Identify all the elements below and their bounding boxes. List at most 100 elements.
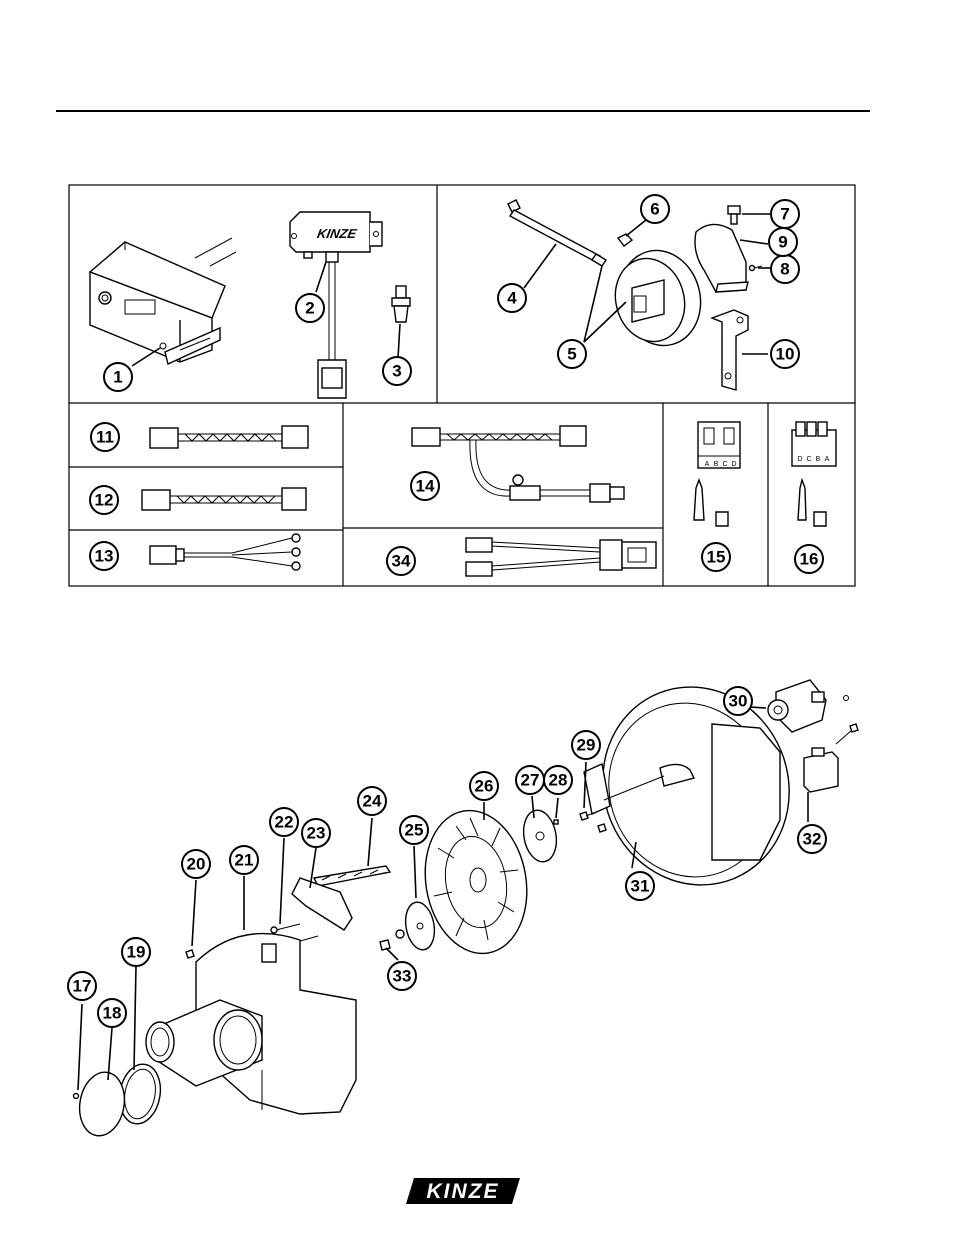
callout-13: 13 [90,542,118,570]
svg-text:22: 22 [275,813,294,832]
svg-text:27: 27 [521,771,540,790]
callout-18: 18 [98,999,126,1027]
callout-8: 8 [771,255,799,283]
callout-6: 6 [641,195,669,223]
svg-text:10: 10 [776,345,795,364]
part-28-key [554,820,558,824]
svg-text:3: 3 [392,362,401,381]
part-12-harness [142,488,306,510]
svg-text:5: 5 [567,345,576,364]
part-33-nut [380,940,390,950]
callout-26: 26 [470,772,498,800]
callout-16: 16 [795,545,823,573]
part-32-valve [804,724,858,792]
svg-text:11: 11 [96,428,114,447]
svg-text:29: 29 [577,736,596,755]
callout-25: 25 [400,816,428,844]
part-20-screw [186,950,194,958]
connector-16-pin-d: D [797,456,802,463]
svg-text:33: 33 [393,967,412,986]
callout-24: 24 [358,787,386,815]
part-29-bolts [580,812,606,832]
part-10-bracket [712,310,748,390]
part-1-control-box [90,238,236,364]
part-17-screw [74,1094,79,1099]
callout-27: 27 [516,766,544,794]
svg-text:12: 12 [95,491,114,510]
part-6-nut [618,234,632,246]
part-16-connector [792,422,836,526]
svg-text:17: 17 [73,977,92,996]
footer-logo-text: KINZE [427,1180,500,1203]
callout-28: 28 [544,766,572,794]
module-logo: KINZE [316,226,359,241]
svg-text:24: 24 [363,792,382,811]
svg-text:20: 20 [187,855,206,874]
part-24-seal-strip [314,866,390,886]
callout-19: 19 [122,938,150,966]
callout-3: 3 [383,357,411,385]
callout-20: 20 [182,850,210,878]
connector-15-pin-d: D [731,461,736,468]
callout-30: 30 [724,687,752,715]
part-7-screw [728,206,740,224]
svg-text:2: 2 [305,299,314,318]
callout-29: 29 [572,731,600,759]
callout-15: 15 [702,543,730,571]
svg-text:21: 21 [235,851,254,870]
connector-16-pin-c: C [806,456,811,463]
connector-15-pin-a: A [705,461,710,468]
callout-11: 11 [91,423,119,451]
part-14-harness [412,426,624,502]
svg-text:23: 23 [307,824,326,843]
svg-text:7: 7 [780,205,789,224]
part-4-probe [508,200,606,266]
kinze-footer-logo: KINZE [404,1176,522,1206]
connector-16-pin-a: A [825,456,830,463]
svg-text:26: 26 [475,777,494,796]
connector-16-pin-b: B [816,456,821,463]
part-23-inlet-cover [292,878,352,930]
svg-text:32: 32 [803,830,822,849]
svg-text:13: 13 [95,547,114,566]
callout-17: 17 [68,972,96,1000]
callout-12: 12 [90,486,118,514]
part-9-cover [695,224,748,292]
callout-22: 22 [270,808,298,836]
part-18-inlet-plate [75,1069,129,1140]
callout-34: 34 [387,547,415,575]
svg-text:28: 28 [549,771,568,790]
callout-5: 5 [558,340,586,368]
part-34-harness [466,538,656,576]
part-5-sensor-housing [606,241,711,354]
callout-10: 10 [771,340,799,368]
part-21-front-housing [146,934,356,1114]
svg-text:18: 18 [103,1004,122,1023]
callout-14: 14 [411,472,439,500]
svg-text:30: 30 [729,692,748,711]
svg-text:19: 19 [127,943,146,962]
callout-23: 23 [302,819,330,847]
svg-text:9: 9 [778,233,787,252]
svg-text:1: 1 [113,368,122,387]
part-11-harness [150,426,308,448]
svg-text:6: 6 [650,200,659,219]
part-27-hub-plate [520,808,561,865]
callout-1: 1 [104,363,132,391]
callout-7: 7 [771,200,799,228]
connector-15-pin-c: C [722,461,727,468]
callout-9: 9 [769,228,797,256]
callout-4: 4 [498,284,526,312]
svg-text:15: 15 [707,548,726,567]
part-15-connector [694,422,740,526]
part-30-hydraulic-motor [768,680,849,732]
svg-text:14: 14 [416,477,435,496]
svg-text:25: 25 [405,821,424,840]
connector-15-pin-b: B [714,461,719,468]
svg-text:31: 31 [631,877,650,896]
svg-text:4: 4 [507,289,517,308]
svg-text:16: 16 [800,550,819,569]
callout-21: 21 [230,846,258,874]
callout-31: 31 [626,872,654,900]
